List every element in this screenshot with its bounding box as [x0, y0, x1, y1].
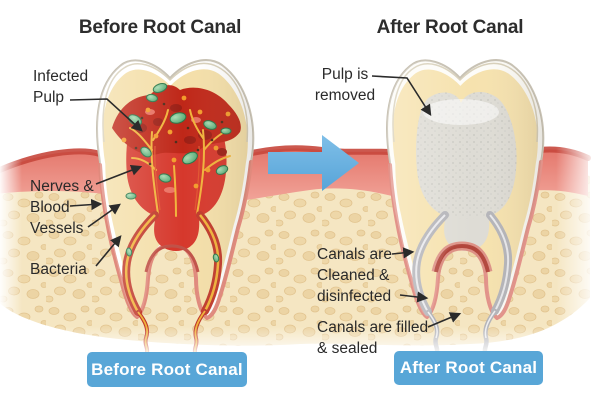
label-line: Pulp [33, 89, 65, 106]
label-line: Infected [33, 68, 89, 85]
leader-canals-filled [427, 312, 462, 328]
leader-vessels [87, 203, 121, 228]
label-line: Cleaned & [317, 267, 390, 284]
before-tooth-diagram [96, 59, 255, 354]
leader-bacteria [95, 235, 122, 267]
after-title: After Root Canal [376, 17, 524, 38]
label-line: Bacteria [30, 261, 87, 278]
label-line: removed [314, 87, 376, 104]
label-bacteria: Bacteria [30, 259, 87, 280]
before-title: Before Root Canal [78, 17, 242, 38]
after-button[interactable]: After Root Canal [394, 351, 543, 385]
label-line: Nerves & [30, 178, 94, 195]
leader-canals-cleaned [391, 247, 415, 259]
leader-lines [69, 75, 462, 328]
right-arrow-icon [268, 135, 359, 191]
before-button[interactable]: Before Root Canal [87, 352, 247, 387]
left-fade [0, 130, 25, 360]
leader-infected-pulp [69, 98, 143, 132]
label-nerves-vessels: Nerves & Blood Vessels [30, 176, 94, 239]
leader-nerves [95, 164, 143, 185]
label-line: & sealed [317, 340, 378, 357]
label-line: Pulp is [321, 66, 369, 83]
leader-pulp-removed [371, 75, 432, 117]
leader-blood [69, 198, 103, 211]
label-infected-pulp: Infected Pulp [33, 66, 88, 108]
label-line: Blood [30, 199, 70, 216]
label-pulp-removed: Pulp is removed [310, 64, 380, 106]
label-line: Vessels [30, 220, 84, 237]
label-canals-cleaned: Canals are Cleaned & disinfected [317, 244, 392, 307]
label-line: Canals are [317, 246, 392, 263]
label-line: Canals are filled [317, 319, 429, 336]
leader-disinfected [399, 291, 429, 303]
right-fade [552, 130, 600, 360]
label-line: disinfected [317, 288, 392, 305]
label-canals-filled: Canals are filled & sealed [317, 317, 428, 359]
